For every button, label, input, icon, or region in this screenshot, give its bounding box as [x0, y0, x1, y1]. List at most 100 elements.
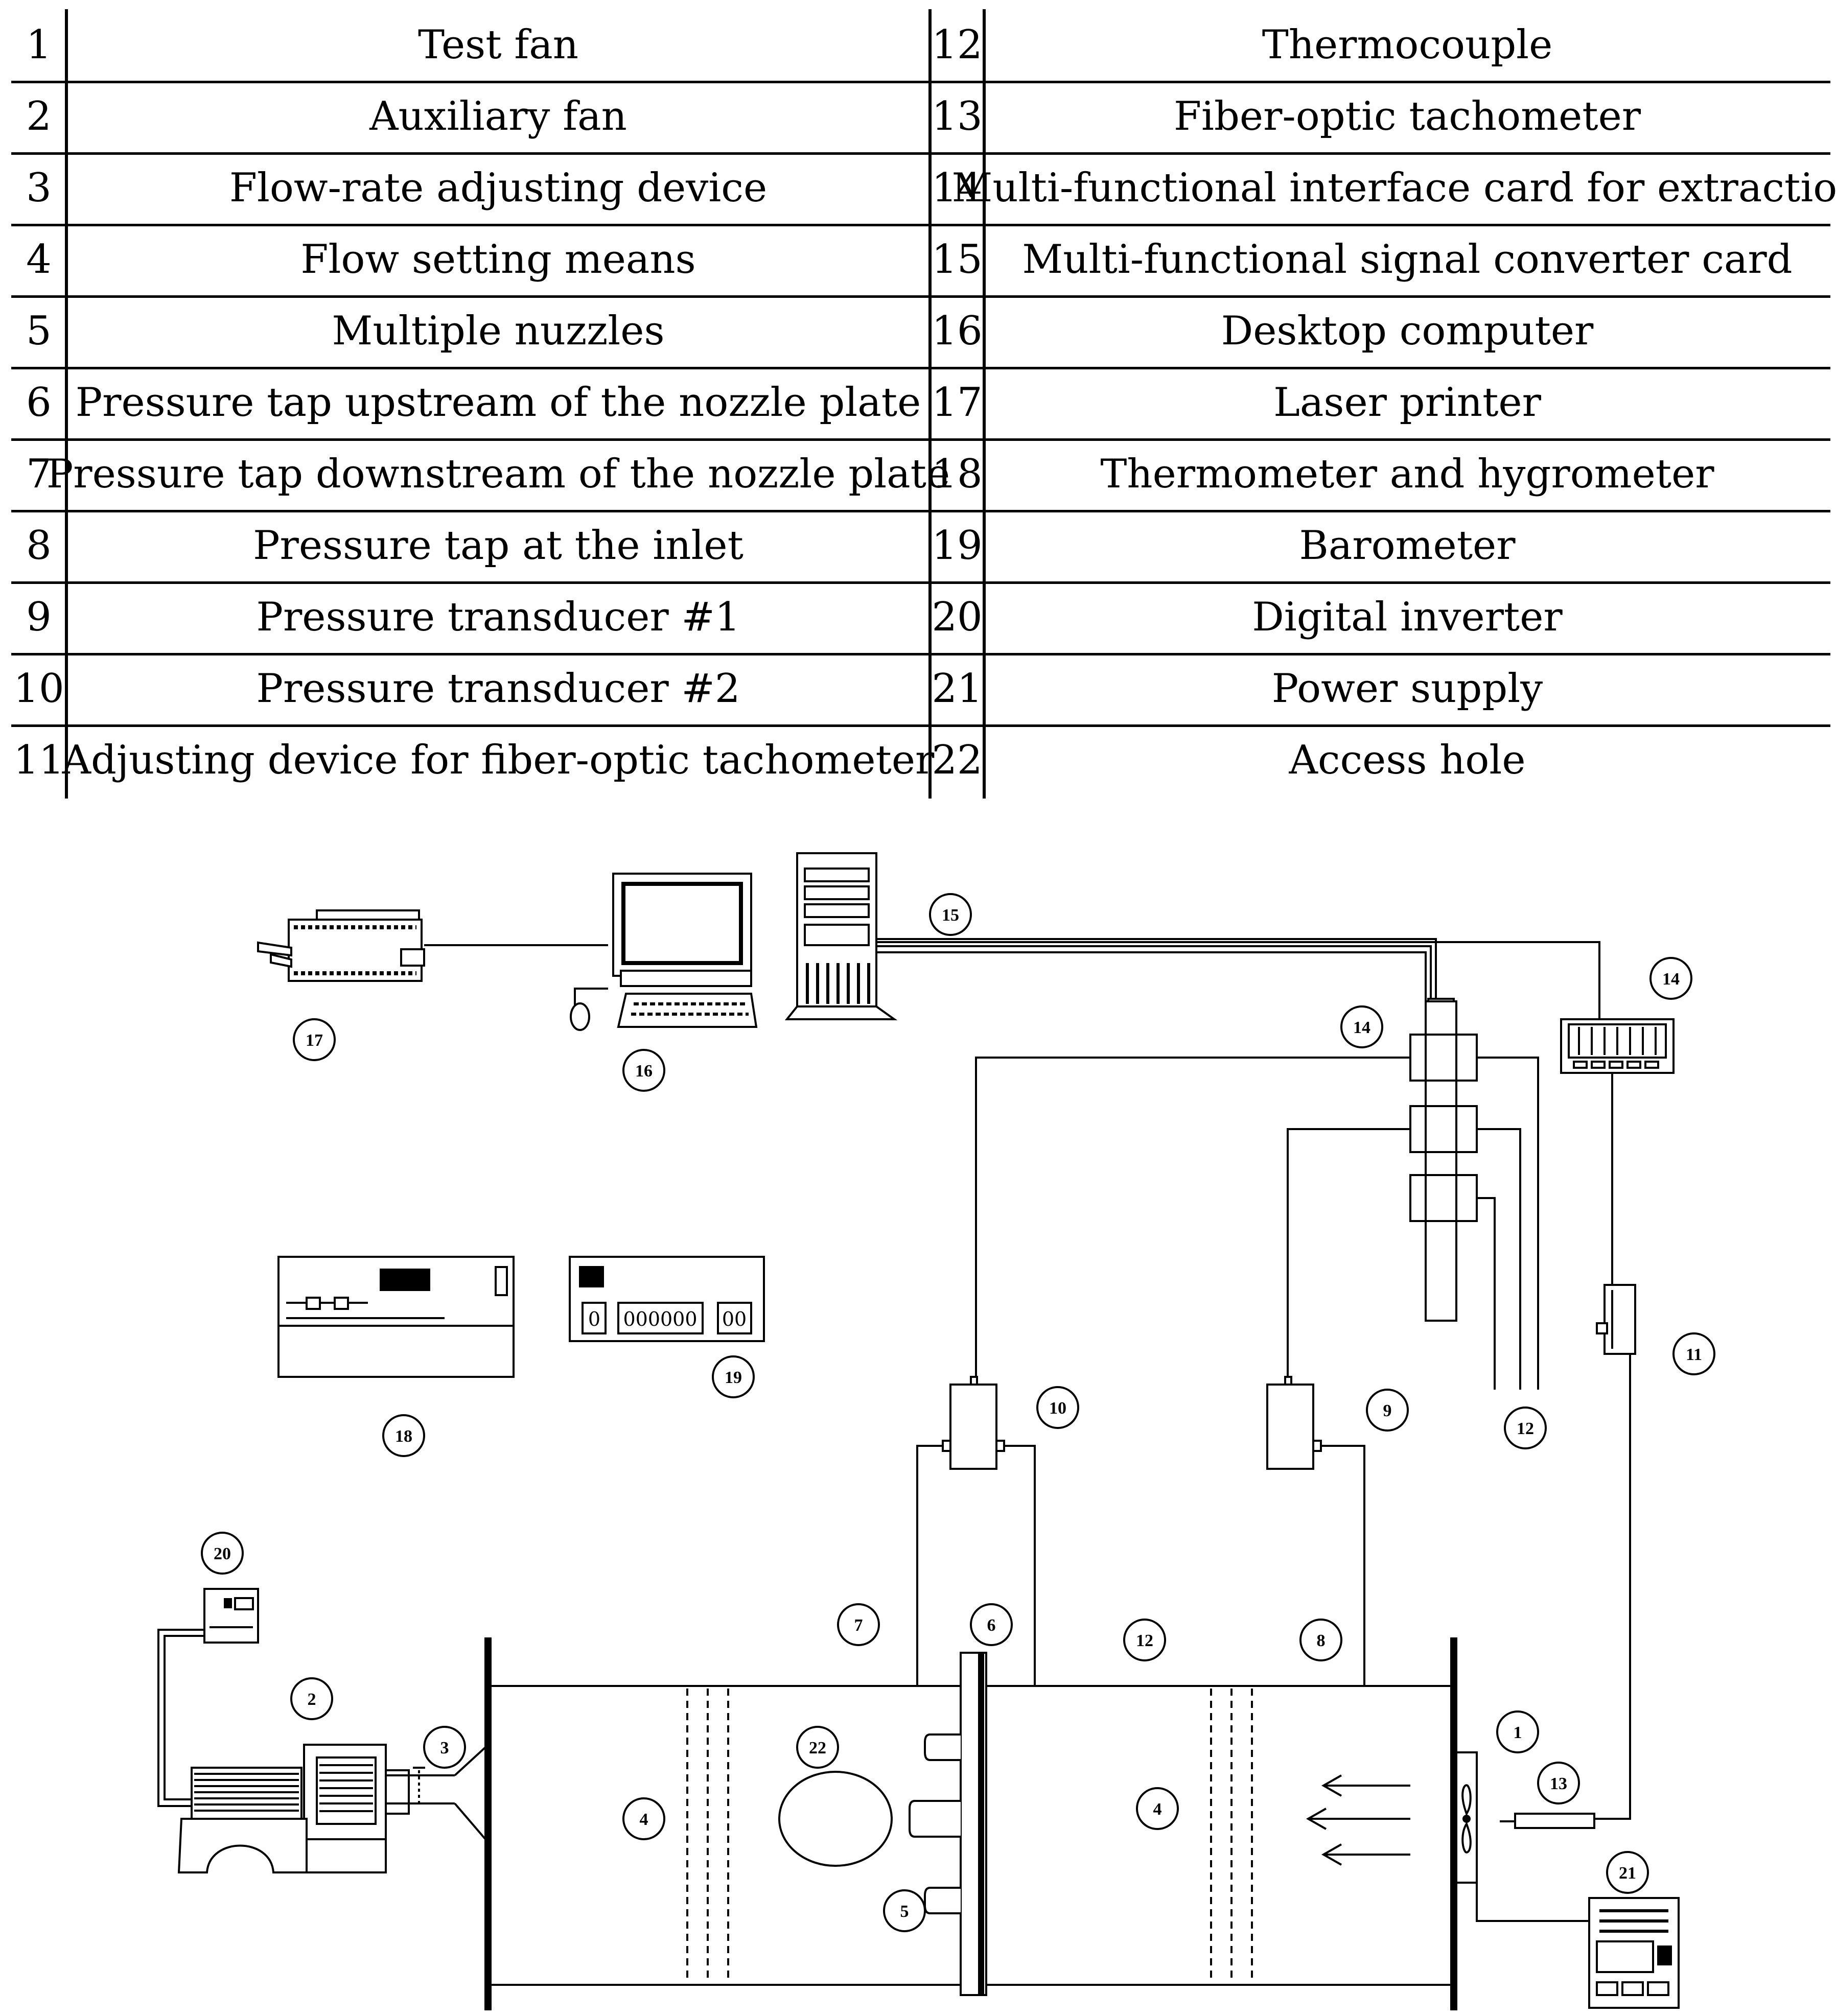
table-rule	[11, 81, 1830, 83]
table-divider	[928, 9, 932, 799]
callout-4: 4	[622, 1797, 665, 1840]
legend-label: Multi-functional signal converter card	[1022, 237, 1793, 283]
pressure-transducer-1	[1266, 1376, 1322, 1470]
callout-label: 14	[1662, 970, 1680, 989]
test-rig-diagram: 0 000000 00	[0, 817, 1836, 2016]
test-fan	[1455, 1751, 1478, 1884]
callout-label: 17	[306, 1031, 323, 1050]
callout-22: 22	[796, 1726, 839, 1769]
callout-label: 13	[1550, 1774, 1567, 1793]
callout-5: 5	[883, 1889, 926, 1932]
legend-row: 2 Auxiliary fan 13 Fiber-optic tachomete…	[11, 81, 1830, 152]
auxiliary-fan	[177, 1744, 410, 1873]
legend-label: Barometer	[1299, 523, 1516, 569]
legend-row: 9 Pressure transducer #1 20 Digital inve…	[11, 581, 1830, 653]
callout-14: 14	[1340, 1005, 1383, 1048]
legend-label: Flow setting means	[300, 237, 696, 283]
callout-label: 12	[1517, 1419, 1534, 1438]
legend-label: Thermometer and hygrometer	[1100, 451, 1714, 497]
legend-number: 20	[932, 594, 983, 640]
legend-number: 9	[26, 594, 52, 640]
table-divider	[65, 9, 68, 799]
legend-number: 5	[26, 308, 52, 354]
legend-number: 16	[932, 308, 983, 354]
table-rule	[11, 152, 1830, 155]
legend-label: Adjusting device for fiber-optic tachome…	[62, 737, 935, 783]
legend-table: 1 Test fan 12 Thermocouple 2 Auxiliary f…	[11, 9, 1836, 799]
callout-19: 19	[712, 1355, 755, 1398]
barometer: 0 000000 00	[569, 1256, 765, 1342]
legend-number: 22	[932, 737, 983, 783]
callout-3: 3	[423, 1726, 466, 1769]
legend-number: 3	[26, 165, 52, 211]
table-rule	[11, 295, 1830, 298]
legend-number: 19	[932, 523, 983, 569]
legend-number: 10	[13, 666, 64, 712]
table-rule	[11, 510, 1830, 512]
legend-row: 10 Pressure transducer #2 21 Power suppl…	[11, 653, 1830, 724]
callout-label: 4	[1153, 1800, 1162, 1819]
legend-row: 3 Flow-rate adjusting device 14 Multi-fu…	[11, 152, 1836, 224]
table-rule	[11, 724, 1830, 727]
legend-number: 1	[26, 22, 52, 68]
callout-label: 2	[308, 1690, 316, 1709]
signal-converter-card	[1409, 998, 1478, 1322]
legend-number: 6	[26, 380, 52, 426]
callout-2: 2	[290, 1677, 333, 1720]
legend-number: 14	[932, 165, 983, 211]
legend-label: Desktop computer	[1221, 308, 1594, 354]
interface-card	[1560, 1018, 1675, 1074]
table-rule	[11, 581, 1830, 584]
barometer-left-digit: 0	[588, 1308, 600, 1330]
legend-label: Power supply	[1271, 666, 1543, 712]
legend-number: 11	[13, 737, 64, 783]
callout-label: 18	[395, 1427, 412, 1446]
legend-row: 6 Pressure tap upstream of the nozzle pl…	[11, 367, 1830, 438]
callout-8: 8	[1299, 1619, 1342, 1661]
callout-label: 8	[1317, 1631, 1326, 1650]
callout-4: 4	[1136, 1787, 1179, 1830]
legend-number: 12	[932, 22, 983, 68]
table-rule	[11, 224, 1830, 226]
table-rule	[11, 438, 1830, 441]
legend-label: Fiber-optic tachometer	[1173, 93, 1641, 139]
callout-label: 7	[854, 1616, 863, 1635]
legend-number: 17	[932, 380, 983, 426]
callout-label: 10	[1049, 1399, 1066, 1418]
legend-label: Pressure transducer #2	[256, 666, 740, 712]
legend-number: 21	[932, 666, 983, 712]
callout-label: 19	[725, 1368, 742, 1387]
legend-label: Auxiliary fan	[369, 93, 627, 139]
fiber-optic-tachometer	[1500, 1813, 1595, 1829]
callout-16: 16	[622, 1049, 665, 1092]
callout-10: 10	[1036, 1386, 1079, 1429]
legend-label: Pressure tap at the inlet	[253, 523, 743, 569]
legend-label: Pressure transducer #1	[256, 594, 740, 640]
callout-11: 11	[1672, 1332, 1715, 1375]
callout-label: 14	[1353, 1018, 1370, 1037]
callout-label: 20	[214, 1544, 231, 1563]
callout-label: 9	[1383, 1401, 1392, 1420]
legend-label: Thermocouple	[1262, 22, 1553, 68]
callout-label: 16	[635, 1062, 653, 1081]
legend-row: 1 Test fan 12 Thermocouple	[11, 9, 1830, 81]
pressure-transducer-2	[942, 1376, 1005, 1470]
test-chamber	[484, 1637, 1457, 2010]
callout-1: 1	[1496, 1710, 1539, 1753]
callout-label: 21	[1619, 1864, 1636, 1883]
callout-label: 6	[987, 1616, 996, 1635]
callout-label: 11	[1686, 1345, 1702, 1364]
legend-label: Pressure tap upstream of the nozzle plat…	[75, 380, 921, 426]
callout-18: 18	[382, 1414, 425, 1457]
legend-number: 8	[26, 523, 52, 569]
callout-label: 15	[942, 906, 959, 925]
legend-label: Multiple nuzzles	[332, 308, 665, 354]
signal-cables	[157, 938, 1631, 1922]
callout-label: 1	[1514, 1723, 1522, 1742]
legend-label: Test fan	[418, 22, 578, 68]
flow-rate-adjusting-device	[386, 1746, 486, 1840]
legend-number: 4	[26, 237, 52, 283]
callout-label: 4	[640, 1810, 648, 1829]
callout-9: 9	[1366, 1389, 1409, 1432]
callout-label: 12	[1136, 1631, 1153, 1650]
